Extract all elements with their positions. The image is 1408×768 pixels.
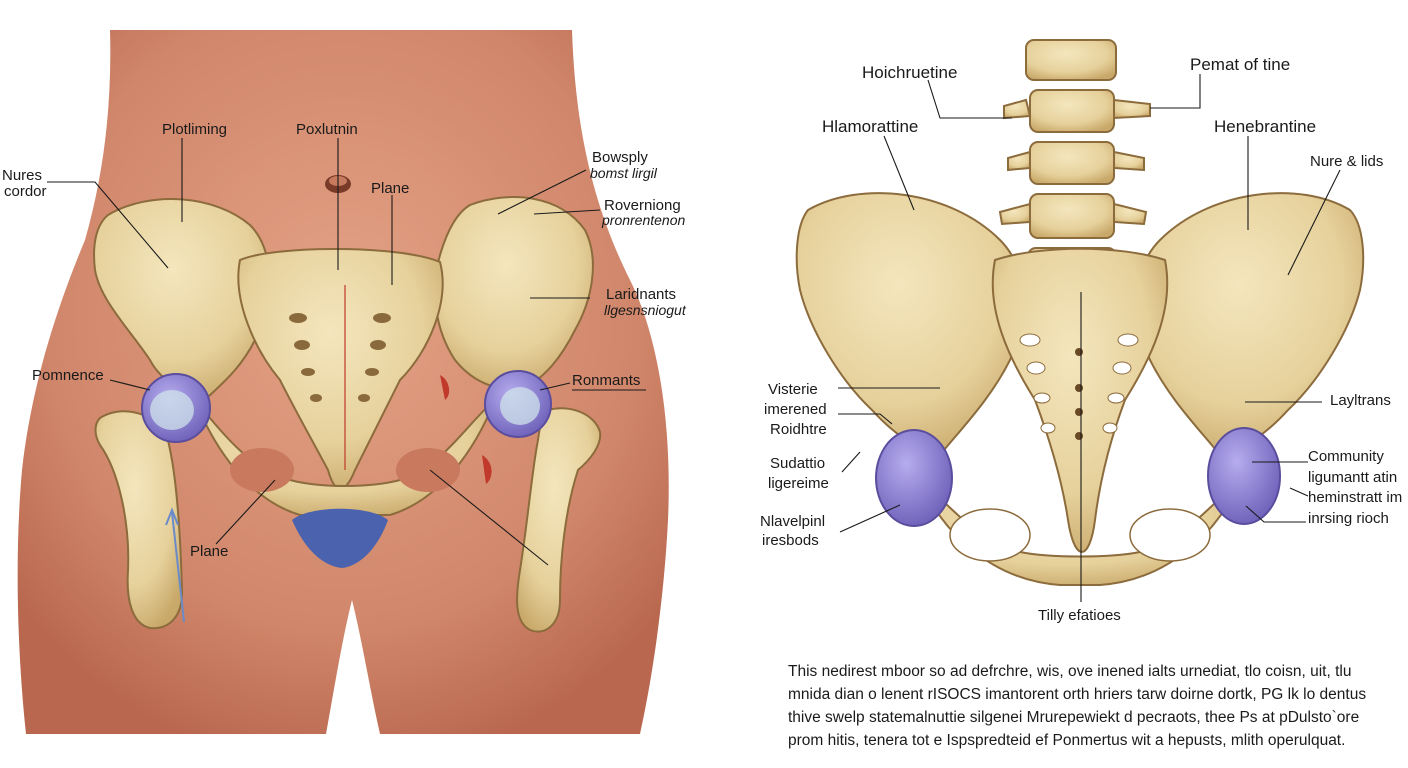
right-femur [516, 407, 602, 633]
label-plane-top: Plane [371, 180, 409, 197]
label-sudattio-line1: Sudattio [770, 455, 825, 472]
left-obturator-foramen [230, 448, 294, 492]
label-tilly-efatioes: Tilly efatioes [1038, 607, 1121, 624]
label-hlamorattine: Hlamorattine [822, 117, 918, 136]
label-community-line3: heminstratt im [1308, 489, 1402, 506]
label-community-line2: ligumantt atin [1308, 469, 1397, 486]
label-visterie-line1: Visterie [768, 381, 818, 398]
left-acetabulum-cartilage [875, 429, 953, 527]
pubic-symphysis-pad [292, 508, 388, 568]
right-obturator-foramen [396, 448, 460, 492]
label-visterie-line3: Roidhtre [770, 421, 827, 438]
right-panel-sacral-foramina [1019, 333, 1139, 434]
label-bowsply-line1: Bowsply [592, 149, 648, 166]
label-laridnants-line2: llgesnsniogut [604, 302, 687, 318]
label-sudattio-line2: ligereime [768, 475, 829, 492]
label-layltrans: Layltrans [1330, 392, 1391, 409]
label-visterie-line2: imerened [764, 401, 827, 418]
label-nlavelpinl-line2: iresbods [762, 532, 819, 549]
caption-line-4: prom hitis, tenera tot e Ispspredteid ef… [788, 732, 1346, 749]
label-community-line1: Community [1308, 448, 1384, 465]
label-pemat-of-tine: Pemat of tine [1190, 55, 1290, 74]
label-nures-cordor-line2: cordor [4, 183, 47, 200]
label-plane-bottom: Plane [190, 543, 228, 560]
sacrum [237, 248, 444, 490]
label-community-line4: inrsing rioch [1308, 510, 1389, 527]
label-laridnants-line1: Laridnants [606, 286, 676, 303]
label-plotliming: Plotliming [162, 121, 227, 138]
right-acetabulum-cartilage [1207, 427, 1281, 525]
label-poxlutnin: Poxlutnin [296, 121, 358, 138]
right-panel-right-iliac-wing [1135, 192, 1365, 457]
sacral-foramina [289, 313, 391, 402]
right-panel-illustration: Hoichruetine Pemat of tine Hlamorattine … [760, 39, 1402, 624]
label-nure-lids: Nure & lids [1310, 153, 1383, 170]
label-pomnence: Pomnence [32, 367, 104, 384]
right-panel-sacrum [991, 247, 1169, 553]
label-hoichruetine: Hoichruetine [862, 63, 957, 82]
left-panel-illustration: Nures cordor Plotliming Poxlutnin Plane … [2, 30, 687, 734]
label-roverniong-line2: pronrentenon [601, 212, 686, 228]
label-bowsply-line2: bomst lirgil [590, 165, 658, 181]
left-iliac-wing [93, 198, 271, 402]
caption-paragraph: This nedirest mboor so ad defrchre, wis,… [788, 660, 1388, 752]
label-nlavelpinl-line1: Nlavelpinl [760, 513, 825, 530]
label-nures-cordor-line1: Nures [2, 167, 42, 184]
caption-line-2: mnida dian o lenent rISOCS imantorent or… [788, 686, 1367, 703]
caption-line-1: This nedirest mboor so ad defrchre, wis,… [788, 663, 1352, 680]
right-panel-left-obturator [949, 508, 1031, 562]
label-ronmants: Ronmants [572, 372, 640, 389]
caption-line-3: thive swelp statemalnuttie silgenei Mrur… [788, 709, 1360, 726]
label-roverniong-line1: Roverniong [604, 197, 681, 214]
right-panel-left-iliac-wing [795, 192, 1025, 457]
right-panel-right-obturator [1129, 508, 1211, 562]
label-henebrantine: Henebrantine [1214, 117, 1316, 136]
